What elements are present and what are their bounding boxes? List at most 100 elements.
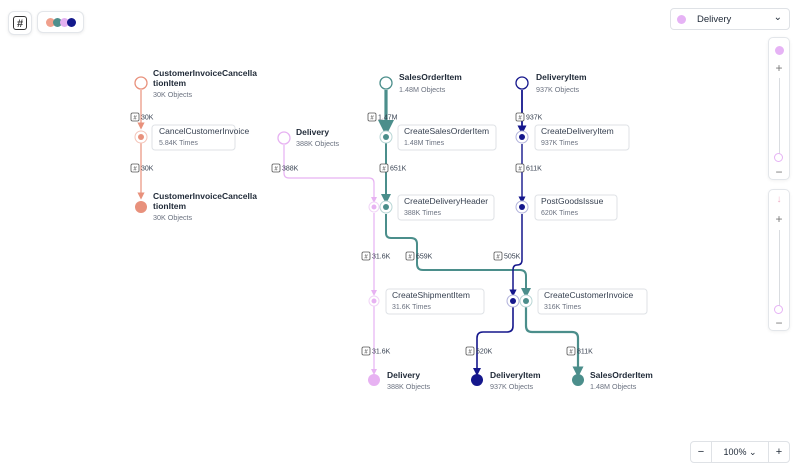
slider-knob[interactable]: [774, 153, 783, 162]
activity-node[interactable]: CreateDeliveryItem 937K Times: [515, 124, 630, 151]
activity-name: PostGoodsIssue: [541, 196, 604, 206]
activity-card: [397, 124, 497, 151]
edge-delivery-1[interactable]: [283, 145, 377, 203]
object-node[interactable]: SalesOrderItem 1.48M Objects: [379, 72, 462, 94]
slider-minus-button[interactable]: −: [775, 165, 783, 179]
edge-sales-4[interactable]: [524, 307, 584, 378]
hash-badge-icon: [379, 163, 389, 173]
hash-badge-glyph: #: [408, 255, 412, 261]
hash-badge-icon: [405, 251, 415, 261]
hash-badge-glyph: #: [274, 167, 278, 173]
hash-badge-glyph: #: [382, 167, 386, 173]
activity-dot: [519, 134, 525, 140]
activity-dot: [510, 298, 516, 304]
edge-label-value: 30K: [141, 115, 154, 122]
activity-count: 316K Times: [544, 304, 581, 311]
object-node[interactable]: DeliveryItem 937K Objects: [471, 370, 541, 391]
activity-dot: [371, 298, 377, 304]
edge-label: #505K: [493, 251, 521, 261]
object-node[interactable]: DeliveryItem 937K Objects: [515, 72, 587, 94]
edge-label: #1.47M: [367, 112, 398, 122]
activity-card: [537, 288, 648, 315]
activity-dot: [383, 134, 389, 140]
hash-badge-glyph: #: [370, 116, 374, 122]
hash-badge-glyph: #: [518, 116, 522, 122]
slider-plus-button[interactable]: +: [775, 61, 783, 75]
hash-badge-glyph: #: [133, 116, 137, 122]
object-count: 1.48M Objects: [399, 85, 446, 94]
hash-badge-glyph: #: [518, 167, 522, 173]
activity-slider[interactable]: + −: [768, 37, 790, 180]
hash-badge-icon: [515, 163, 525, 173]
edge-label: #30K: [130, 163, 154, 173]
edge-label-value: 937K: [526, 115, 543, 122]
object-node[interactable]: Delivery 388K Objects: [277, 127, 340, 148]
slider-knob[interactable]: [774, 305, 783, 314]
object-node[interactable]: SalesOrderItem 1.48M Objects: [572, 370, 653, 391]
legend-dot-cancellation: [45, 17, 55, 27]
object-name: Delivery: [296, 127, 329, 137]
object-type-select[interactable]: Delivery ⌄: [670, 8, 790, 30]
edge-label: #811K: [566, 346, 593, 356]
activity-nodes: CancelCustomerInvoice 5.84K Times Create…: [134, 124, 648, 315]
edge-label-value: 651K: [390, 166, 407, 173]
object-name: DeliveryItem: [490, 370, 541, 380]
activity-name: CancelCustomerInvoice: [159, 126, 250, 136]
hash-icon: #: [13, 16, 27, 30]
object-name-2: tionItem: [153, 201, 186, 211]
edge-label-value: 611K: [526, 166, 542, 173]
activity-name: CreateDeliveryHeader: [404, 196, 488, 206]
activity-dot: [523, 298, 529, 304]
edge-label: #620K: [465, 346, 493, 356]
slider-track[interactable]: [779, 230, 780, 308]
activity-node[interactable]: CreateCustomerInvoice 316K Times: [506, 288, 648, 315]
object-count: 937K Objects: [490, 382, 534, 391]
edge-label: #30K: [130, 112, 154, 122]
object-name: CustomerInvoiceCancella: [153, 68, 257, 78]
zoom-in-button[interactable]: +: [775, 446, 783, 458]
activity-count: 31.6K Times: [392, 304, 431, 311]
path-slider[interactable]: ↓ + −: [768, 189, 790, 331]
slider-plus-button[interactable]: +: [775, 212, 783, 226]
object-count: 388K Objects: [387, 382, 431, 391]
edge-label: #31.6K: [361, 251, 391, 261]
activity-node[interactable]: CreateDeliveryHeader 388K Times: [368, 194, 495, 221]
object-end-circle: [471, 374, 483, 386]
object-type-selected: Delivery: [697, 13, 732, 25]
activity-dot: [383, 204, 389, 210]
edge-sales-3[interactable]: [385, 214, 531, 298]
activity-dot: [371, 204, 377, 210]
object-start-circle: [134, 76, 148, 90]
hash-badge-icon: [130, 112, 140, 122]
activity-node[interactable]: CreateSalesOrderItem 1.48M Times: [379, 124, 497, 151]
zoom-out-button[interactable]: −: [697, 446, 705, 458]
activity-node[interactable]: CreateShipmentItem 31.6K Times: [368, 288, 485, 315]
activity-dot: [138, 134, 144, 140]
activity-card: [151, 124, 236, 151]
edge-label-value: 811K: [577, 349, 593, 356]
object-node[interactable]: CustomerInvoiceCancella tionItem 30K Obj…: [134, 68, 257, 99]
object-end-circle: [368, 374, 380, 386]
object-type-swatch: [677, 14, 686, 24]
object-name: Delivery: [387, 370, 420, 380]
edge-label-value: 1.47M: [378, 115, 398, 122]
slider-minus-button[interactable]: −: [775, 316, 783, 330]
edge-ditem-3[interactable]: [509, 214, 523, 297]
activity-node[interactable]: CancelCustomerInvoice 5.84K Times: [134, 124, 250, 151]
zoom-level-select[interactable]: 100% ⌄: [711, 442, 769, 462]
edge-labels: #30K#30K#1.47M#651K#937K#611K#388K#31.6K…: [130, 112, 593, 356]
object-types-legend-button[interactable]: [37, 11, 84, 33]
frequency-toggle-button[interactable]: #: [8, 11, 32, 35]
slider-track[interactable]: [779, 78, 780, 158]
object-node[interactable]: Delivery 388K Objects: [368, 370, 431, 391]
edge-ditem-4[interactable]: [473, 307, 514, 376]
hash-badge-icon: [361, 251, 371, 261]
object-start-circle: [379, 76, 393, 90]
activity-count: 5.84K Times: [159, 140, 198, 147]
object-start-circle: [515, 76, 529, 90]
activity-name: CreateSalesOrderItem: [404, 126, 489, 136]
activity-node[interactable]: PostGoodsIssue 620K Times: [515, 194, 618, 221]
object-node[interactable]: CustomerInvoiceCancella tionItem 30K Obj…: [135, 191, 257, 222]
edge-label: #651K: [379, 163, 407, 173]
